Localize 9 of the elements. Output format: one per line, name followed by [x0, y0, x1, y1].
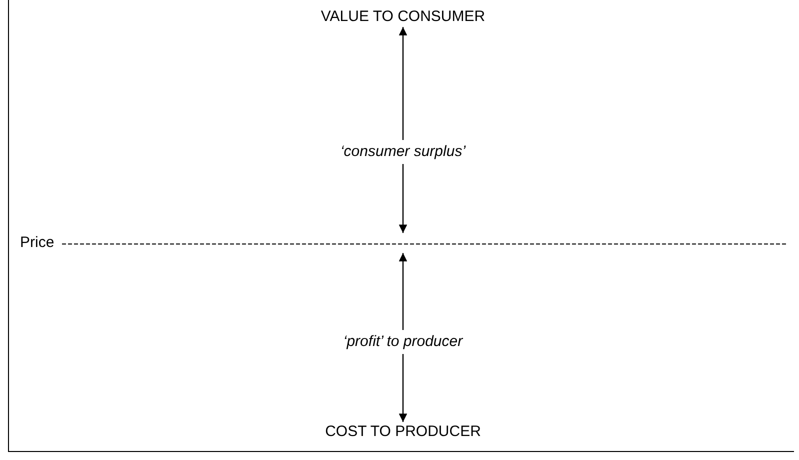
arrow — [398, 354, 408, 422]
arrow — [398, 164, 408, 233]
arrow — [398, 27, 408, 140]
heading-text: VALUE TO CONSUMER — [320, 8, 486, 26]
arrow — [398, 253, 408, 330]
line-label: Price — [20, 234, 54, 252]
annotation-text: ‘profit’ to producer — [343, 333, 463, 351]
annotation-text: ‘consumer surplus’ — [340, 143, 466, 161]
heading-text: COST TO PRODUCER — [325, 423, 481, 441]
